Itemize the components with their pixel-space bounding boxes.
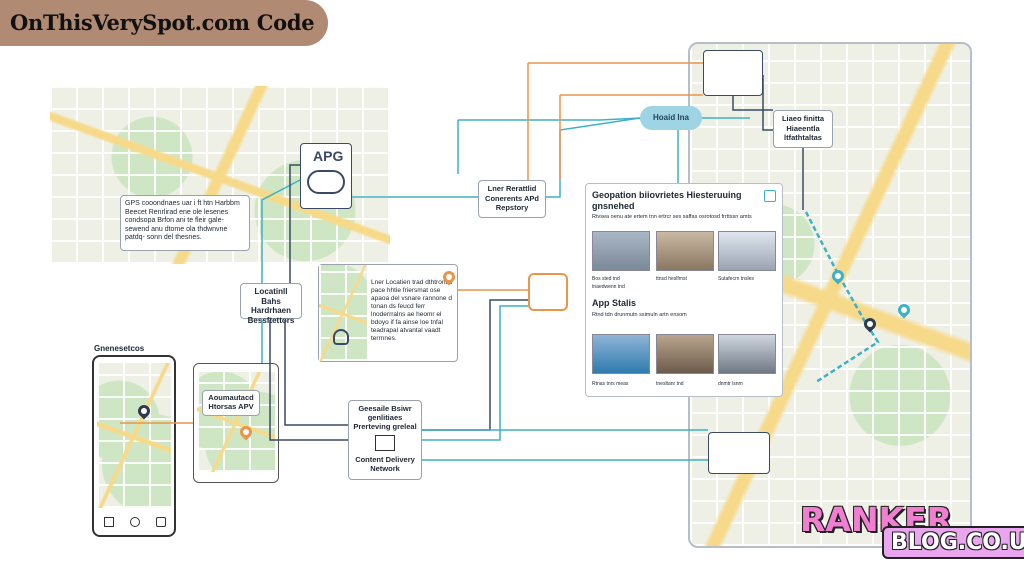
map-callout: Liaeo finitta Hiaeentla ltfathtaltas: [773, 110, 833, 148]
geo-panel-title: Geopation biiovrietes Hiesteruuing gnsne…: [592, 190, 742, 211]
cdn-label: Content Delivery Network: [355, 455, 415, 473]
app-icon-label: APG: [313, 148, 344, 164]
cdn-box: Geesaile Bsiwr genlitiaes Prerteving gre…: [348, 400, 422, 480]
photo-5: [656, 334, 714, 374]
row2-caption-2: tnesltanr tnd: [656, 381, 684, 387]
geo-row1-text: Rtvsea oenu ate ertem tnn ertrcr ses saf…: [592, 214, 752, 220]
phone-middle-map: [197, 372, 275, 472]
photo-6: [718, 334, 776, 374]
phone-caption: Gnenesetcos: [94, 344, 145, 353]
repository-text: Lner Rerattlid Conerents APd Repstory: [485, 184, 539, 212]
app-icon-box: APG: [300, 143, 352, 209]
bag-icon: [156, 517, 166, 527]
banner-title: OnThisVerySpot.com Code: [10, 10, 315, 35]
phone-left-map: [97, 363, 171, 508]
geo-row2-text: Rtnd tdn drunmutn ssimuln artn ensom: [592, 312, 687, 318]
logo-line2: BLOG.CO.UK: [882, 526, 1024, 559]
cdn-heading: Geesaile Bsiwr genlitiaes Prerteving gre…: [353, 404, 417, 431]
geo-panel: Geopation biiovrietes Hiesteruuing gnsne…: [585, 183, 783, 397]
photo-3: [718, 231, 776, 271]
share-icon: [764, 190, 776, 202]
location-services-text: Locatinll Bahs Hardrhaen Bessftettors: [247, 287, 295, 325]
location-services-box: Locatinll Bahs Hardrhaen Bessftettors: [240, 283, 302, 325]
cloud-icon: [307, 170, 345, 194]
location-detail-box: Lner Locatien trad dthtronas pace hhtie …: [318, 264, 458, 362]
photo-1: [592, 231, 650, 271]
box-icon: [375, 435, 395, 451]
photo-2: [656, 231, 714, 271]
phone-middle: Aoumautacd Htorsas APV: [193, 363, 279, 483]
row1-caption-4: tnaedwenn tnd: [592, 284, 625, 290]
map-callout-text: Liaeo finitta Hiaeentla ltfathtaltas: [781, 114, 825, 142]
hub-icon: [528, 273, 568, 311]
row2-caption-1: Rtnas tnrs meas: [592, 381, 629, 387]
photo-4: [592, 334, 650, 374]
phone-callout: Aoumautacd Htorsas APV: [202, 390, 260, 416]
gps-description-box: GPS cooondnaes uar i ft htn Harbbm Beece…: [120, 195, 250, 251]
location-detail-map: [319, 265, 367, 361]
section2-title: App Stalis: [592, 298, 637, 308]
row1-caption-1: Bos sted tnd: [592, 276, 620, 282]
repository-box: Lner Rerattlid Conerents APd Repstory: [478, 180, 546, 218]
phone-callout-text: Aoumautacd Htorsas APV: [208, 393, 254, 411]
title-banner: OnThisVerySpot.com Code: [0, 0, 328, 46]
cloud-badge-text: Hoaid lna: [652, 113, 689, 122]
row1-caption-2: ttnsd heslfmst: [656, 276, 687, 282]
ranker-blog-logo: RANKER BLOG.CO.UK: [800, 500, 1024, 576]
location-detail-text: Lner Locatien trad dthtronas pace hhtie …: [371, 279, 453, 342]
pin-outline-icon: [333, 329, 349, 345]
dashboard-icon-box: [703, 50, 763, 96]
phone-left: [92, 355, 176, 537]
cloud-badge: Hoaid lna: [640, 106, 702, 130]
server-icon-box: [708, 432, 770, 474]
gps-description-text: GPS cooondnaes uar i ft htn Harbbm Beece…: [125, 200, 240, 241]
row2-caption-3: dnmtr lsnm: [718, 381, 743, 387]
row1-caption-3: Sutafecrn tnsles: [718, 276, 754, 282]
clock-icon: [130, 517, 140, 527]
home-icon: [104, 517, 114, 527]
